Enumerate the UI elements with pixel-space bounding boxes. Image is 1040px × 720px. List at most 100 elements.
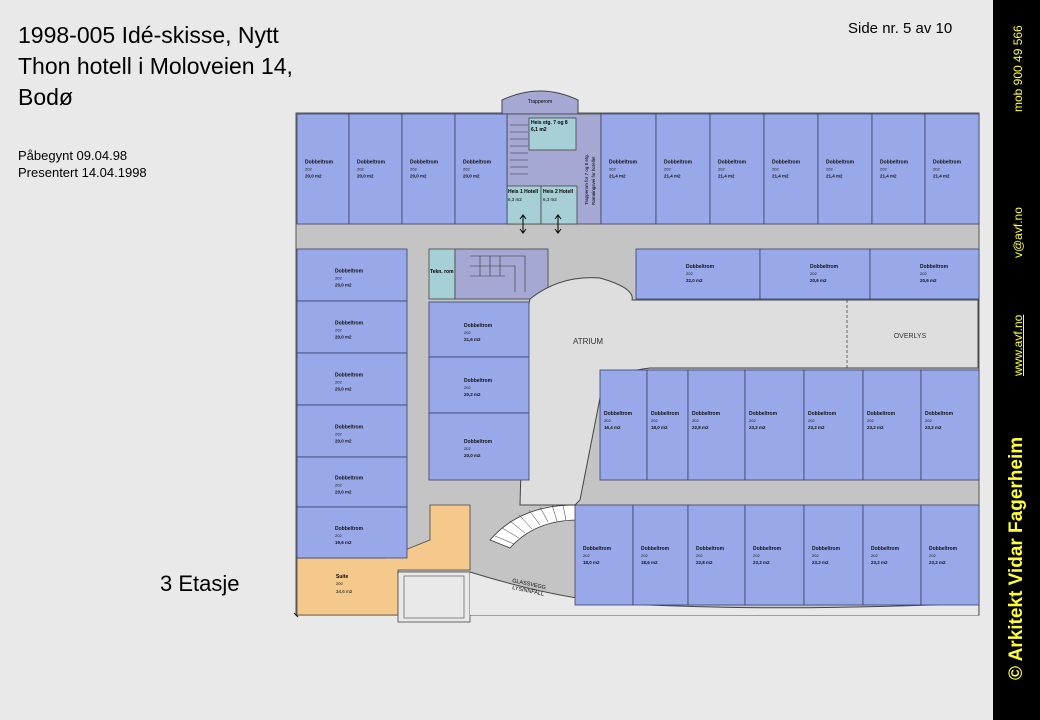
room-area: 20,0 m2 bbox=[335, 334, 352, 339]
room-bottom-3 bbox=[744, 504, 805, 606]
room-code: 202 bbox=[335, 533, 342, 538]
room-code: 202 bbox=[753, 553, 760, 558]
room-code: 202 bbox=[410, 167, 417, 172]
room-bottom-1 bbox=[632, 504, 689, 606]
room-code: 202 bbox=[651, 418, 658, 423]
room-code: 202 bbox=[880, 167, 887, 172]
room-code: 202 bbox=[692, 418, 699, 423]
lift-2 bbox=[540, 185, 578, 225]
skylight-label: OVERLYS bbox=[894, 333, 927, 340]
room-label: Dobbeltrom bbox=[357, 160, 386, 166]
room-label: Dobbeltrom bbox=[583, 546, 612, 552]
presented-date: Presentert 14.04.1998 bbox=[18, 165, 147, 180]
email-address: v@avf.no bbox=[1011, 207, 1025, 258]
room-label: Dobbeltrom bbox=[718, 160, 747, 166]
title: 1998-005 Idé-skisse, Nytt Thon hotell i … bbox=[18, 22, 293, 110]
room-bottom-4 bbox=[803, 504, 864, 606]
lift-1 bbox=[506, 185, 542, 225]
stair-steps-top bbox=[510, 124, 528, 175]
room-top-0 bbox=[296, 113, 350, 225]
lift-top-area: 6,1 m2 bbox=[531, 127, 547, 133]
room-top-1 bbox=[348, 113, 403, 225]
room-top-2 bbox=[401, 113, 456, 225]
room-area: 20,6 m2 bbox=[920, 278, 937, 283]
room-code: 202 bbox=[335, 483, 342, 488]
room-area: 23,2 m2 bbox=[929, 560, 946, 565]
room-label: Dobbeltrom bbox=[867, 411, 896, 417]
room-center-0 bbox=[428, 301, 530, 358]
room-code: 202 bbox=[664, 167, 671, 172]
room-top-6 bbox=[709, 113, 765, 225]
room-label: Dobbeltrom bbox=[749, 411, 778, 417]
sidebar bbox=[993, 0, 1040, 720]
room-label: Dobbeltrom bbox=[772, 160, 801, 166]
room-label: Dobbeltrom bbox=[335, 268, 364, 274]
room-code: 202 bbox=[464, 446, 471, 451]
room-center-2 bbox=[428, 412, 530, 481]
room-code: 202 bbox=[335, 275, 342, 280]
room-label: Dobbeltrom bbox=[812, 546, 841, 552]
room-code: 202 bbox=[641, 553, 648, 558]
room-label: Dobbeltrom bbox=[305, 160, 334, 166]
page-number: Side nr. 5 av 10 bbox=[848, 20, 953, 37]
room-middle-0 bbox=[599, 369, 648, 481]
copyright-text: © Arkitekt Vidar Fagerheim bbox=[1006, 436, 1027, 680]
stair-steps-center bbox=[470, 255, 526, 292]
room-label: Dobbeltrom bbox=[925, 411, 954, 417]
room-middle-4 bbox=[803, 369, 864, 481]
room-area: 20,0 m2 bbox=[335, 282, 352, 287]
room-middle-5 bbox=[862, 369, 922, 481]
room-top-9 bbox=[871, 113, 926, 225]
room-label: Dobbeltrom bbox=[920, 264, 949, 270]
corner-mark bbox=[293, 612, 299, 618]
stair-core-center bbox=[454, 248, 549, 300]
website-link[interactable]: www.avf.no bbox=[1011, 314, 1025, 376]
room-area: 21,4 m2 bbox=[772, 174, 789, 179]
room-top-10 bbox=[924, 113, 980, 225]
room-left-5 bbox=[296, 506, 408, 559]
spiral-stair-steps bbox=[494, 504, 567, 545]
room-bottom-6 bbox=[920, 504, 980, 606]
room-code: 202 bbox=[609, 167, 616, 172]
room-left-2 bbox=[296, 352, 408, 406]
room-code: 202 bbox=[929, 553, 936, 558]
room-code: 202 bbox=[305, 167, 312, 172]
room-code: 202 bbox=[826, 167, 833, 172]
lift-2-area: 6,3 m2 bbox=[543, 197, 557, 202]
room-area: 23,2 m2 bbox=[808, 425, 825, 430]
stair-bay-label: Trapperom bbox=[528, 99, 552, 105]
room-middle-6 bbox=[920, 369, 980, 481]
room-code: 202 bbox=[808, 418, 815, 423]
room-code: 202 bbox=[933, 167, 940, 172]
room-area: 20,0 m2 bbox=[464, 453, 481, 458]
room-left-4 bbox=[296, 456, 408, 508]
room-label: Dobbeltrom bbox=[410, 160, 439, 166]
lift-arrows bbox=[519, 214, 562, 234]
room-bottom-5 bbox=[862, 504, 922, 606]
room-area: 23,2 m2 bbox=[867, 425, 884, 430]
room-code: 202 bbox=[604, 418, 611, 423]
room-area: 21,4 m2 bbox=[880, 174, 897, 179]
room-code: 202 bbox=[696, 553, 703, 558]
room-middle-2 bbox=[687, 369, 746, 481]
room-code: 202 bbox=[867, 418, 874, 423]
room-area: 18,0 m2 bbox=[651, 425, 668, 430]
room-label: Dobbeltrom bbox=[335, 476, 364, 482]
lift-top bbox=[528, 117, 577, 151]
shaft-note-2: Rømningsvei for hotellet bbox=[591, 156, 596, 205]
room-code: 202 bbox=[686, 271, 693, 276]
lift-top-label: Heis etg. 7 og 8 bbox=[531, 120, 568, 126]
suite-label: Suite bbox=[336, 574, 348, 580]
room-label: Dobbeltrom bbox=[464, 439, 493, 445]
room-area: 20,0 m2 bbox=[463, 174, 480, 179]
room-area: 20,0 m2 bbox=[335, 438, 352, 443]
room-label: Dobbeltrom bbox=[880, 160, 909, 166]
room-area: 21,4 m2 bbox=[718, 174, 735, 179]
room-code: 202 bbox=[357, 167, 364, 172]
glass-wall-line bbox=[469, 571, 979, 609]
room-area: 22,8 m2 bbox=[696, 560, 713, 565]
room-area: 23,2 m2 bbox=[749, 425, 766, 430]
technical-room-label: Tekn. rom bbox=[430, 269, 454, 275]
